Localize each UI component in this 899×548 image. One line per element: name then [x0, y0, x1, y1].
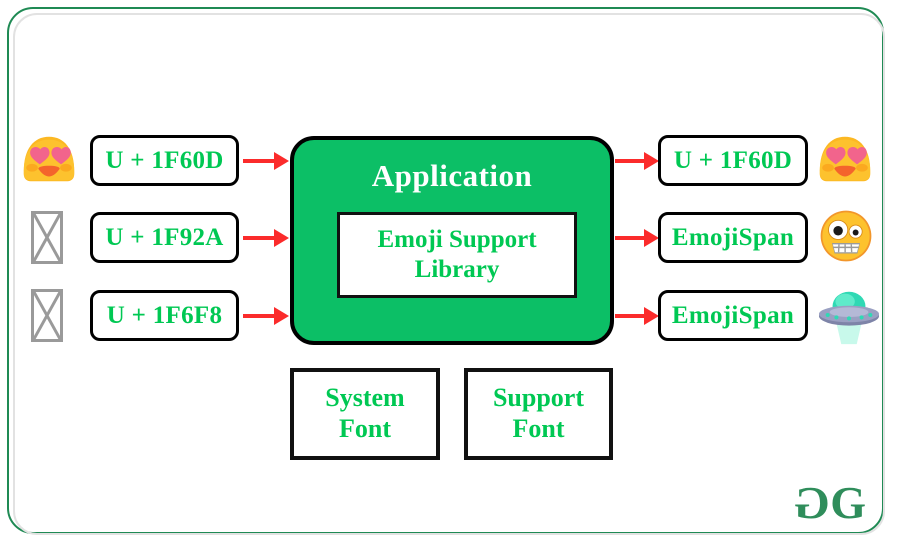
arrow-shaft [615, 159, 645, 163]
arrow-shaft [243, 236, 275, 240]
arrow-input-to-app-row3 [243, 305, 289, 327]
input-glyph-tofu-missing-icon-row2 [31, 211, 63, 264]
output-label-row3: EmojiSpan [671, 301, 795, 329]
input-codepoint-label-row1: U + 1F60D [105, 146, 224, 174]
arrow-head [274, 229, 289, 247]
arrow-head [274, 152, 289, 170]
arrow-input-to-app-row2 [243, 227, 289, 249]
arrow-shaft [243, 314, 275, 318]
output-box-row1: U + 1F60D [658, 135, 808, 186]
arrow-head [274, 307, 289, 325]
output-box-row2: EmojiSpan [658, 212, 808, 263]
arrow-head [644, 229, 659, 247]
support-font-box: Support Font [464, 368, 613, 460]
input-codepoint-label-row3: U + 1F6F8 [106, 301, 223, 329]
geeksforgeeks-logo: GG [797, 477, 866, 528]
output-box-row3: EmojiSpan [658, 290, 808, 341]
input-codepoint-box-row2: U + 1F92A [90, 212, 239, 263]
output-glyph-flying-saucer-icon [816, 284, 882, 346]
emoji-support-library-box: Emoji Support Library [337, 212, 577, 298]
application-title: Application [371, 158, 533, 193]
library-line-2: Library [414, 256, 500, 283]
arrow-input-to-app-row1 [243, 150, 289, 172]
arrow-app-to-output-row1 [615, 150, 659, 172]
system-font-line-1: System [325, 383, 405, 413]
arrow-app-to-output-row2 [615, 227, 659, 249]
output-glyph-zany-face-icon [818, 208, 874, 264]
output-glyph-heart-eyes-icon [814, 128, 876, 190]
logo-letter-right: G [830, 477, 866, 528]
arrow-head [644, 307, 659, 325]
application-box: Application Emoji Support Library [290, 136, 614, 345]
library-line-1: Emoji Support [377, 226, 537, 253]
arrow-head [644, 152, 659, 170]
input-glyph-tofu-missing-icon-row3 [31, 289, 63, 342]
support-font-line-2: Font [512, 414, 565, 443]
logo-letter-left: G [797, 477, 831, 528]
input-glyph-heart-eyes-icon [18, 128, 80, 190]
output-label-row1: U + 1F60D [673, 146, 793, 174]
arrow-app-to-output-row3 [615, 305, 659, 327]
input-codepoint-box-row3: U + 1F6F8 [90, 290, 239, 341]
input-codepoint-label-row2: U + 1F92A [105, 223, 224, 251]
system-font-line-2: Font [339, 414, 391, 443]
input-codepoint-box-row1: U + 1F60D [90, 135, 239, 186]
output-label-row2: EmojiSpan [671, 223, 795, 251]
arrow-shaft [243, 159, 275, 163]
arrow-shaft [615, 314, 645, 318]
system-font-box: System Font [290, 368, 440, 460]
arrow-shaft [615, 236, 645, 240]
support-font-line-1: Support [492, 383, 585, 413]
